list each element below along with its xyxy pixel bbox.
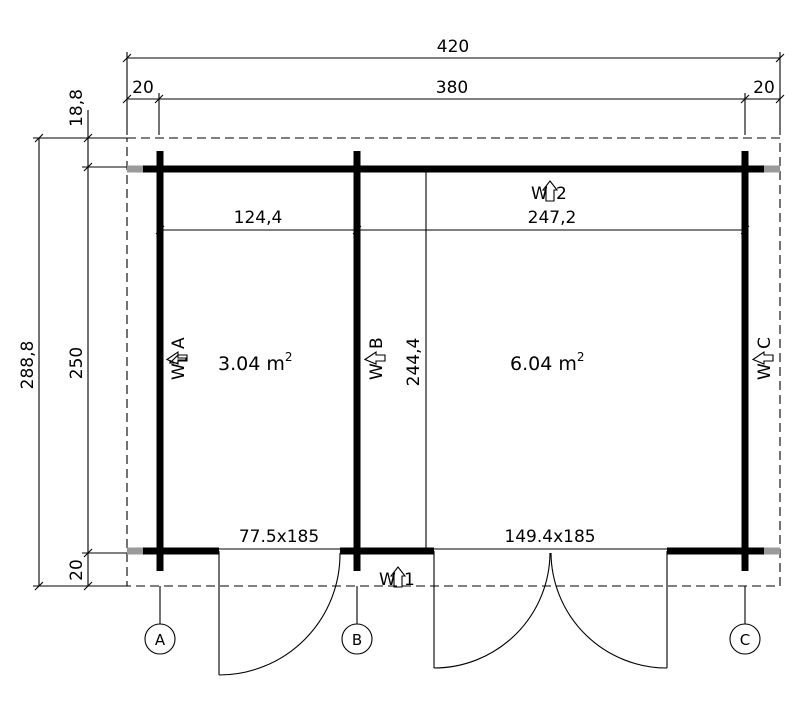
right-overhang-label: 20: [753, 78, 775, 98]
wall-marker-b-w: W: [367, 363, 387, 380]
grid-axis-b-label: B: [352, 631, 362, 649]
wall-marker-1: W 1: [379, 566, 415, 590]
room-right-area-value: 6.04 m: [510, 353, 577, 375]
wall-marker-1-id: 1: [404, 570, 415, 590]
svg-text:6.04 m2: 6.04 m2: [510, 350, 585, 375]
inner-width-label: 380: [436, 78, 468, 98]
top-offset-label: 18,8: [67, 89, 87, 127]
grid-axis-b: B: [341, 586, 373, 655]
wall-marker-c-w: W: [755, 363, 775, 380]
svg-text:3.04 m2: 3.04 m2: [218, 350, 293, 375]
wall-marker-b: W B: [363, 337, 387, 380]
door-left-label: 77.5x185: [239, 527, 319, 547]
grid-axis-c: C: [729, 586, 761, 655]
dimension-total-height: 288,8: [18, 133, 127, 591]
room-right-area-unit-exp: 2: [577, 350, 585, 364]
wall-marker-a-id: A: [169, 337, 189, 349]
total-width-label: 420: [437, 37, 469, 57]
total-height-label: 288,8: [18, 341, 38, 390]
door-left: [218, 551, 341, 676]
bottom-offset-label: 20: [67, 559, 87, 581]
right-room-width-label: 247,2: [528, 208, 577, 228]
room-right-area: 6.04 m2: [510, 350, 585, 375]
door-right-label: 149.4x185: [504, 527, 595, 547]
door-right-double: [433, 551, 668, 669]
dimension-inner-height: 18,8 250 20: [67, 89, 160, 591]
wall-marker-c-id: C: [755, 337, 775, 349]
dimension-inner-width: 20 380 20: [122, 78, 785, 135]
room-left-area-value: 3.04 m: [218, 353, 285, 375]
walls: [127, 151, 780, 571]
room-left-area-unit-exp: 2: [285, 350, 293, 364]
grid-axis-a-label: A: [155, 631, 166, 649]
wall-marker-2: W 2: [531, 180, 567, 204]
grid-axis-c-label: C: [740, 631, 750, 649]
inner-height-label: 250: [67, 347, 87, 379]
wall-height-label: 244,4: [404, 338, 424, 387]
wall-marker-c: W C: [751, 337, 775, 380]
wall-marker-a: W A: [165, 337, 189, 380]
left-room-width-label: 124,4: [234, 208, 283, 228]
wall-marker-a-w: W: [169, 363, 189, 380]
roof-outline: [126, 137, 781, 587]
grid-axis-a: A: [144, 586, 176, 655]
room-left-area: 3.04 m2: [218, 350, 293, 375]
room-dimensions: 124,4 247,2 244,4: [155, 171, 750, 551]
wall-marker-2-id: 2: [556, 184, 567, 204]
wall-marker-b-id: B: [367, 337, 387, 349]
left-overhang-label: 20: [132, 78, 154, 98]
dimension-total-width: 420: [122, 37, 785, 135]
